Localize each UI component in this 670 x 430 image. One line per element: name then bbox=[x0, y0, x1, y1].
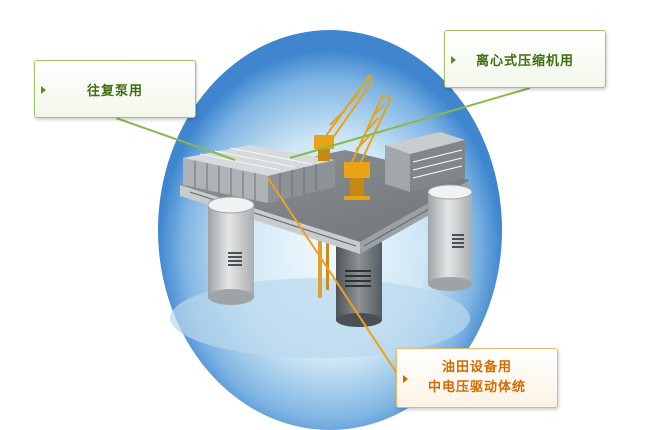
callout-arrow-icon bbox=[403, 375, 408, 383]
callout-oilfield-drive: 油田设备用 中电压驱动体统 bbox=[396, 348, 558, 408]
accommodation-block bbox=[385, 132, 465, 192]
callout-label-line2: 中电压驱动体统 bbox=[427, 380, 526, 395]
callout-label: 离心式压缩机用 bbox=[475, 53, 574, 69]
crane-right bbox=[351, 94, 392, 165]
callout-reciprocating-pump: 往复泵用 bbox=[34, 60, 196, 118]
callout-arrow-icon bbox=[41, 86, 46, 94]
callout-label: 往复泵用 bbox=[86, 83, 143, 99]
pump-modules bbox=[183, 145, 335, 203]
crane-left-base bbox=[314, 135, 334, 161]
leader-lines bbox=[115, 87, 531, 376]
crane-right-base bbox=[344, 162, 370, 200]
rear-legs bbox=[318, 238, 329, 298]
leader-centrifugal-compressor bbox=[289, 87, 531, 159]
crane-left bbox=[322, 74, 373, 143]
callout-centrifugal-compressor: 离心式压缩机用 bbox=[444, 30, 606, 88]
front-left-leg bbox=[207, 196, 255, 305]
callout-arrow-icon bbox=[451, 56, 456, 64]
right-leg bbox=[427, 184, 473, 291]
leader-reciprocating-pump bbox=[115, 117, 236, 161]
callout-label-line1: 油田设备用 bbox=[441, 360, 512, 375]
leader-oilfield-drive bbox=[267, 177, 399, 376]
